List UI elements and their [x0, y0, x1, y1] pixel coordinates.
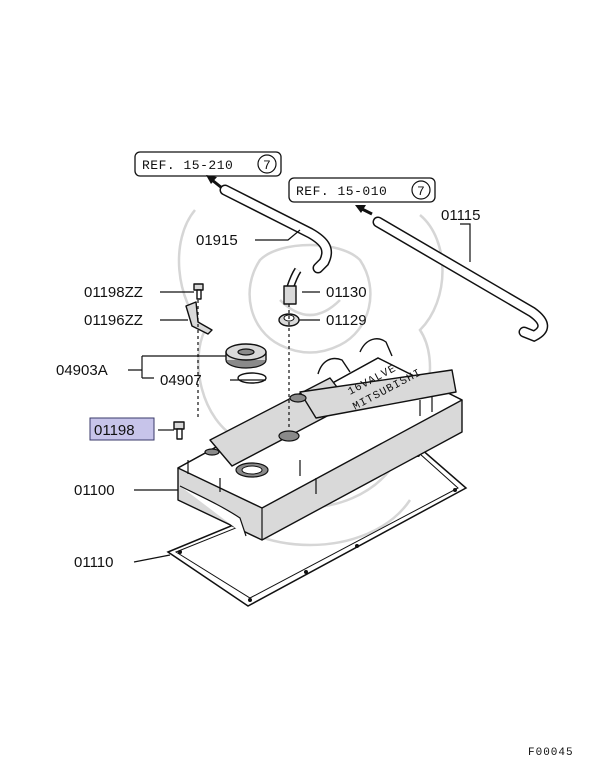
part-label-01115[interactable]: 01115 — [441, 207, 481, 224]
leader-lines — [128, 223, 471, 563]
part-label-01198zz[interactable]: 01198ZZ — [84, 284, 143, 301]
part-label-01100[interactable]: 01100 — [74, 482, 115, 499]
part-label-01130[interactable]: 01130 — [326, 284, 367, 301]
part-label-04907[interactable]: 04907 — [160, 372, 202, 389]
ref-15-010-label: REF. 15-010 — [296, 184, 387, 199]
arrow-ref-15-010-icon — [355, 205, 373, 216]
part-label-01129[interactable]: 01129 — [326, 312, 367, 329]
part-label-01198-highlight[interactable]: 01198 — [89, 417, 155, 441]
ref-15-210[interactable]: REF. 15-210 7 — [134, 151, 282, 177]
hose-01915[interactable] — [219, 184, 333, 274]
bolt-01198[interactable] — [173, 421, 185, 440]
figure-code: F00045 — [528, 747, 574, 759]
ref-15-010-number: 7 — [417, 184, 425, 199]
hose-01115[interactable] — [372, 216, 549, 343]
ref-15-210-label: REF. 15-210 — [142, 158, 233, 173]
part-label-01196zz[interactable]: 01196ZZ — [84, 312, 143, 329]
pcv-valve-01130[interactable] — [283, 267, 302, 305]
gasket-04907[interactable] — [237, 372, 267, 384]
oil-cap-04903a[interactable] — [225, 343, 267, 369]
part-label-01198: 01198 — [94, 422, 135, 439]
part-label-01915[interactable]: 01915 — [196, 232, 238, 249]
ref-15-010[interactable]: REF. 15-010 7 — [288, 177, 436, 203]
part-label-01110[interactable]: 01110 — [74, 554, 114, 571]
ref-15-210-number: 7 — [263, 158, 271, 173]
arrow-ref-15-210-icon — [206, 175, 223, 190]
bolt-01198zz[interactable] — [193, 283, 204, 300]
part-label-04903a[interactable]: 04903A — [56, 362, 108, 379]
bracket-01196zz[interactable] — [185, 301, 213, 335]
rocker-cover-01100[interactable]: 16VALVE MITSUBISHI — [177, 338, 463, 541]
